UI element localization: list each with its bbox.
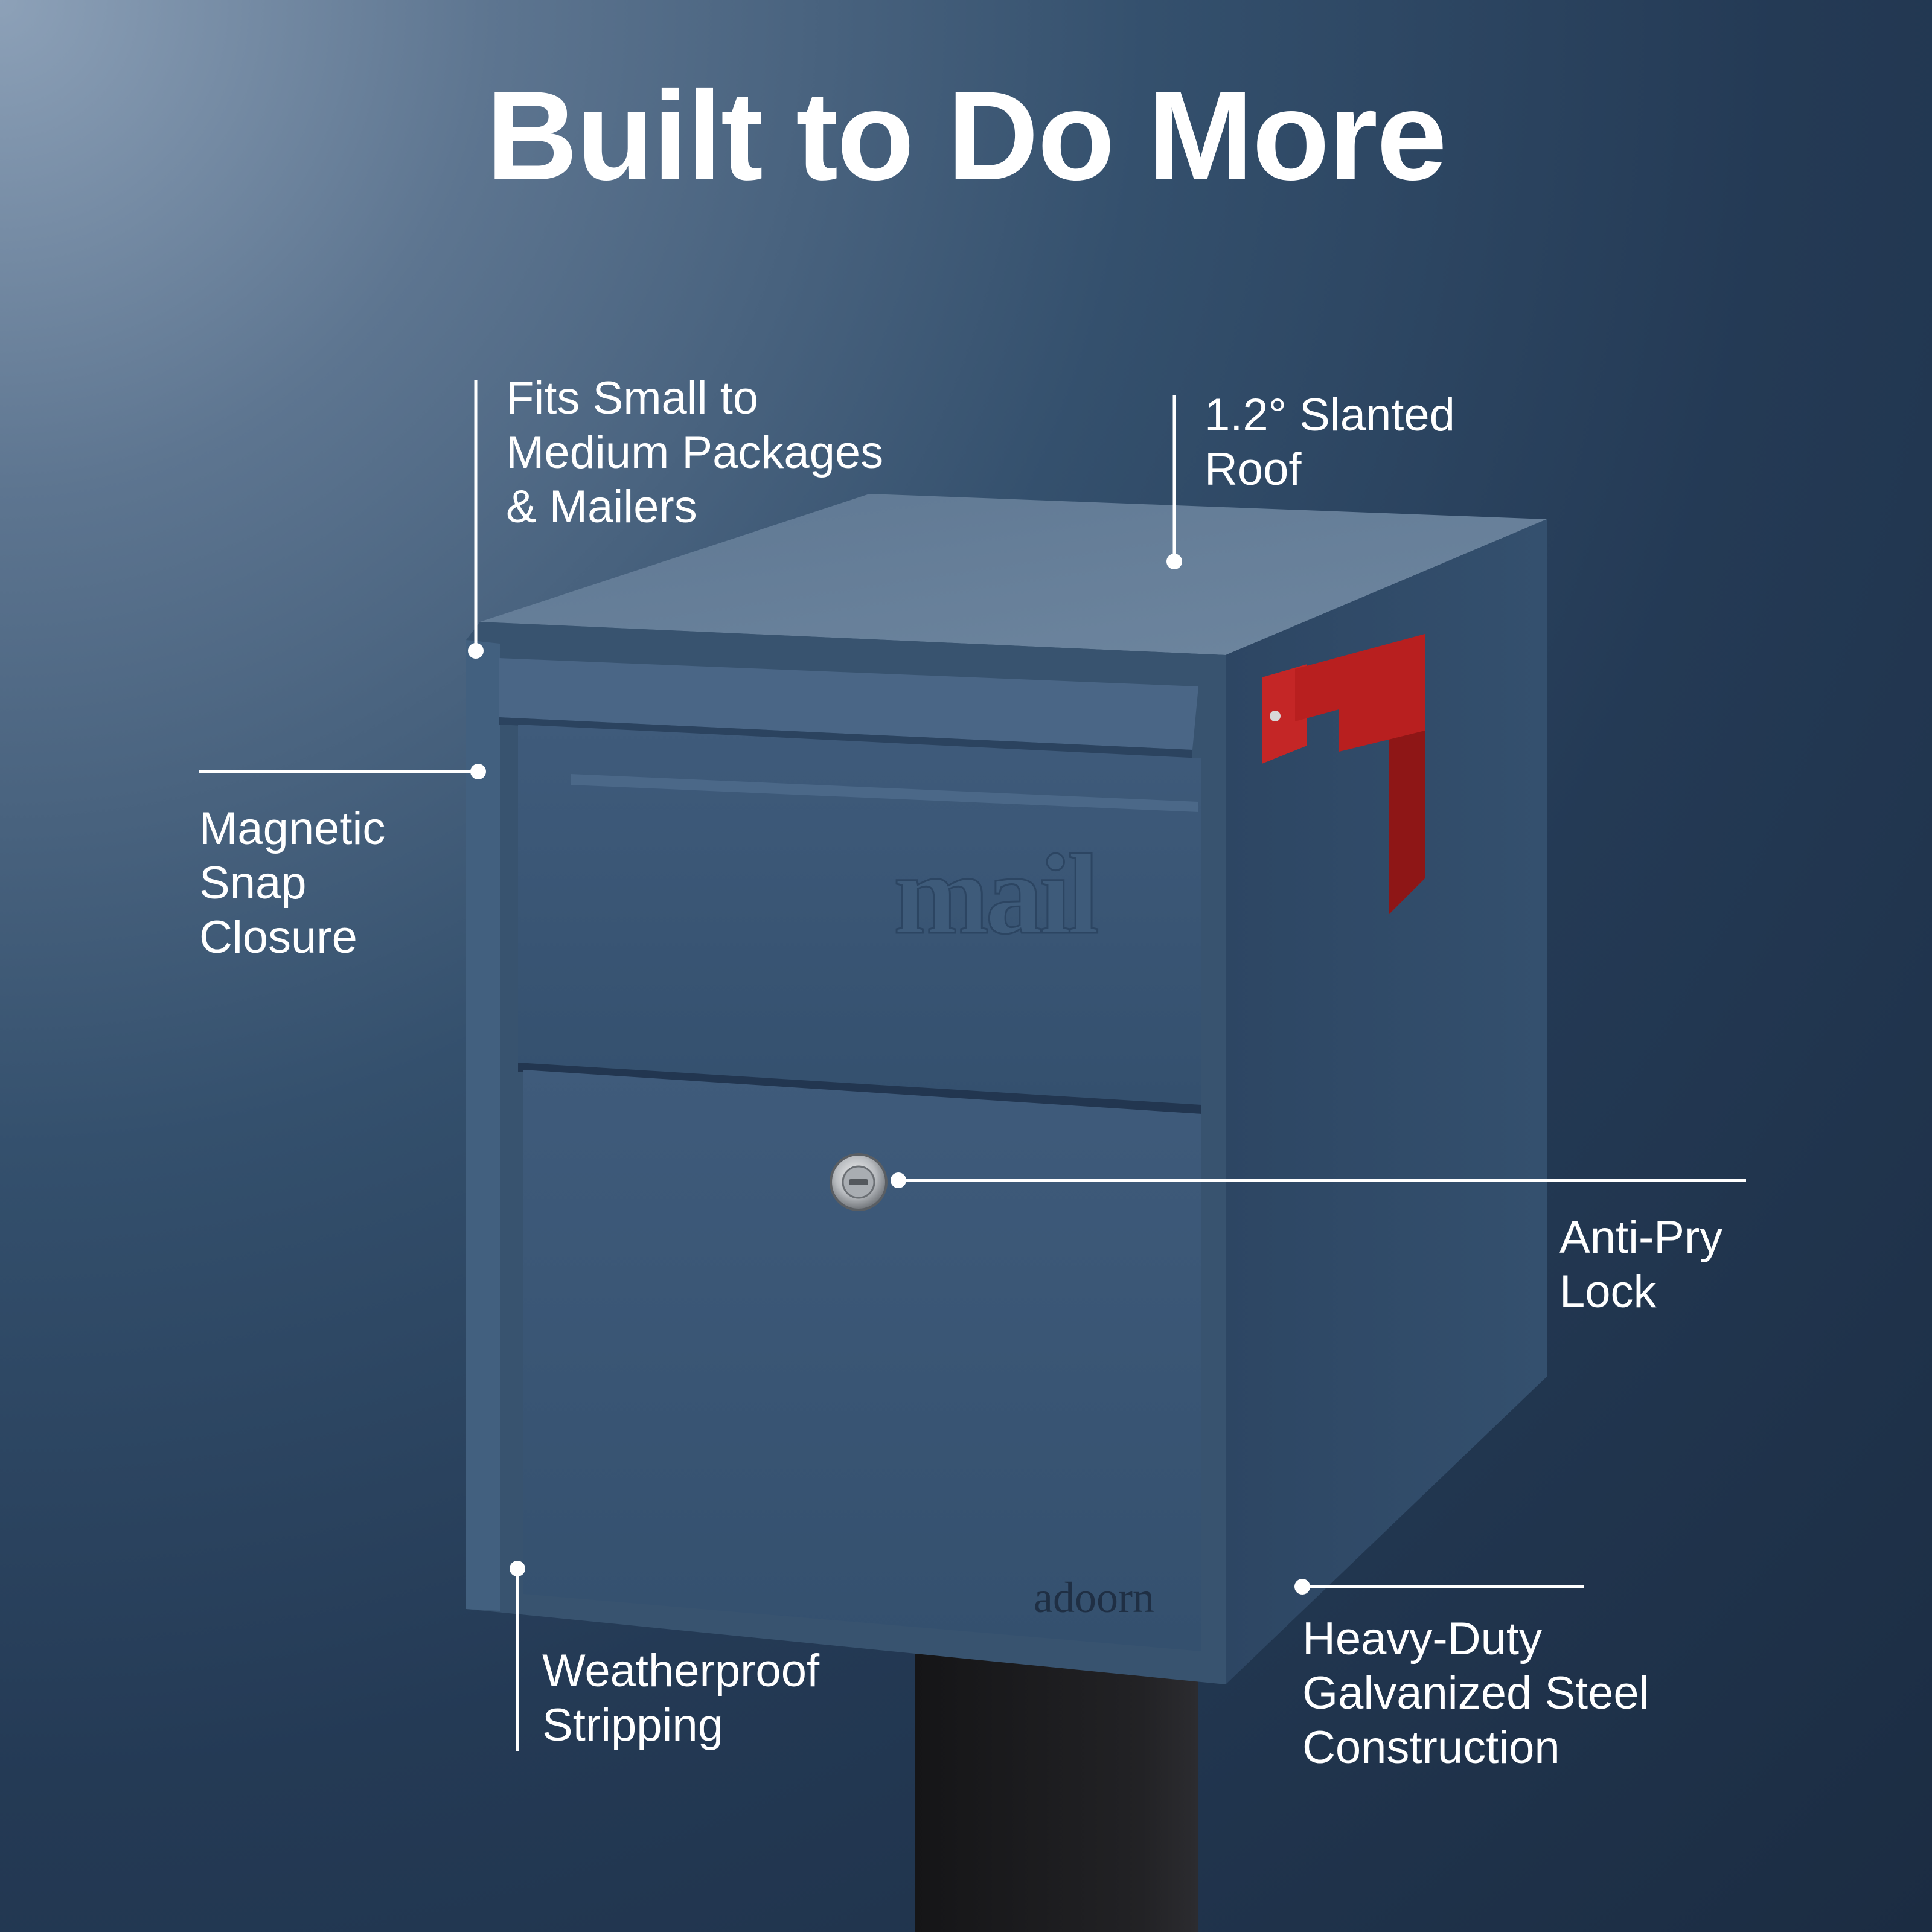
lower-parcel-door — [523, 1070, 1201, 1651]
mail-slot-lip — [499, 658, 1198, 750]
callout-dots — [468, 554, 1310, 1595]
red-flag — [1262, 634, 1425, 915]
mail-embossed-text: mail — [894, 831, 1098, 958]
callout-packages: Fits Small to Medium Packages & Mailers — [506, 373, 884, 533]
callout-lines — [199, 380, 1746, 1751]
brand-logo: adoorn — [1034, 1573, 1154, 1622]
callout-steel: Heavy-Duty Galvanized Steel Construction — [1302, 1613, 1649, 1773]
callout-roof: 1.2° Slanted Roof — [1204, 389, 1455, 495]
callout-lock: Anti-Pry Lock — [1559, 1212, 1723, 1317]
upper-door-panel — [518, 724, 1201, 1105]
mailbox-roof — [480, 494, 1547, 655]
mounting-post — [915, 1630, 1198, 1932]
callout-closure: Magnetic Snap Closure — [199, 803, 386, 963]
mailbox-side-panel — [1226, 519, 1547, 1684]
lock-cylinder — [830, 1153, 888, 1211]
headline: Built to Do More — [486, 65, 1447, 206]
callout-stripping: Weatherproof Stripping — [542, 1645, 820, 1751]
